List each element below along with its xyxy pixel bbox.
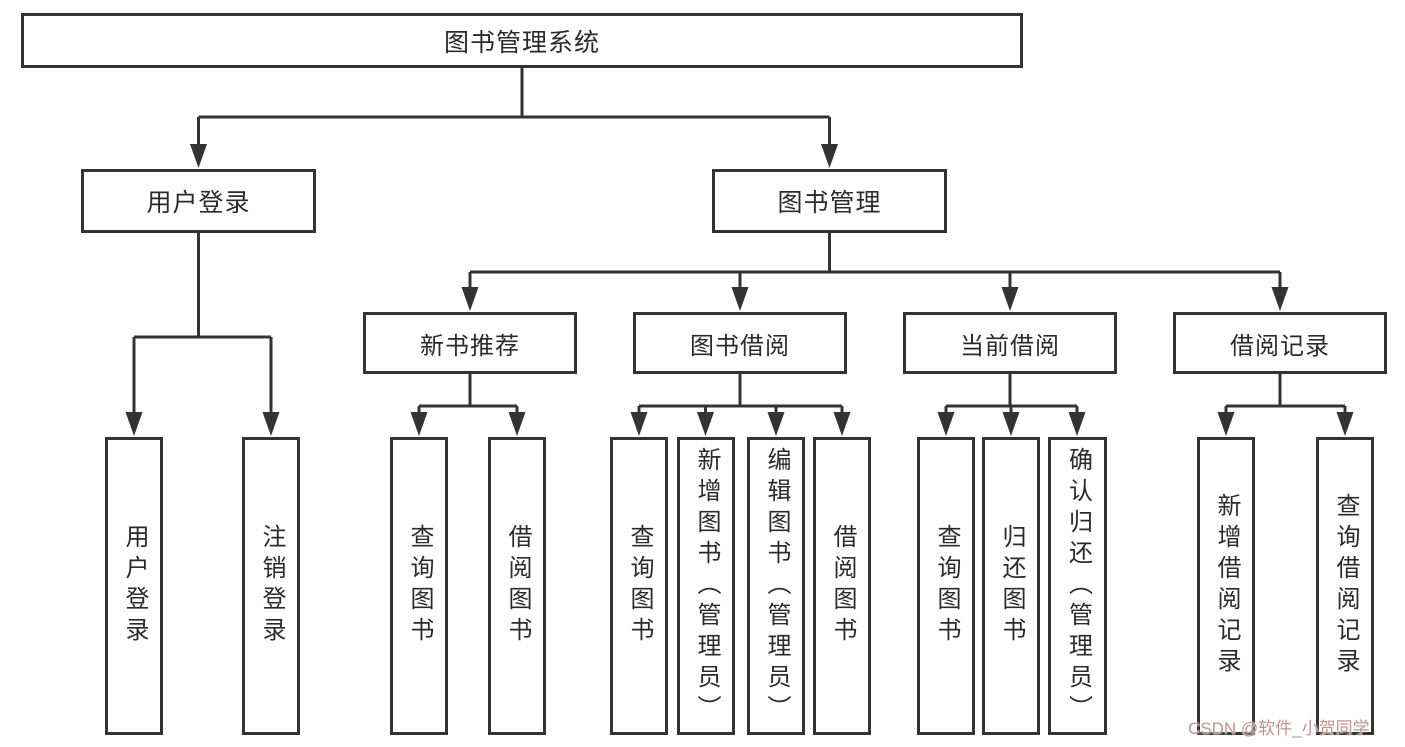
node-label: 当前借阅: [960, 332, 1060, 360]
node-label: 新书推荐: [420, 332, 520, 360]
node-label: 编辑图书（管理员）: [763, 446, 790, 726]
node-label: 新增借阅记录: [1213, 493, 1240, 679]
node-label: 查询图书: [626, 524, 653, 648]
leaf-bb-borrow-book: 借阅图书: [813, 437, 871, 735]
leaf-rec-query-book: 查询图书: [390, 437, 448, 735]
leaf-bb-query-book: 查询图书: [610, 437, 668, 735]
node-label: 借阅记录: [1230, 332, 1330, 360]
node-label: 图书借阅: [690, 332, 790, 360]
leaf-br-add-record: 新增借阅记录: [1197, 437, 1255, 735]
leaf-bb-edit-book: 编辑图书（管理员）: [747, 437, 805, 735]
node-user-login-group: 用户登录: [81, 169, 316, 233]
leaf-logout-login: 注销登录: [242, 437, 300, 735]
node-label: 归还图书: [998, 524, 1025, 648]
leaf-bb-add-book: 新增图书（管理员）: [677, 437, 735, 735]
arrowhead-down-icon: [125, 144, 1354, 436]
leaf-rec-borrow-book: 借阅图书: [488, 437, 546, 735]
node-label: 图书管理: [777, 189, 882, 217]
node-label: 借阅图书: [829, 524, 856, 648]
node-label: 借阅图书: [504, 524, 531, 648]
node-book-mgmt-group: 图书管理: [712, 169, 947, 233]
node-label: 图书管理系统: [443, 28, 600, 57]
leaf-user-login: 用户登录: [105, 437, 163, 735]
node-label: 新增图书（管理员）: [693, 446, 720, 726]
node-new-book-rec: 新书推荐: [363, 312, 577, 374]
node-label: 用户登录: [146, 189, 251, 217]
node-book-borrow: 图书借阅: [633, 312, 847, 374]
csdn-watermark: CSDN @软件_小贺同学: [1188, 719, 1370, 738]
leaf-br-query-record: 查询借阅记录: [1316, 437, 1374, 735]
node-borrow-record: 借阅记录: [1173, 312, 1387, 374]
node-root: 图书管理系统: [21, 13, 1023, 68]
node-label: 确认归还（管理员）: [1064, 446, 1092, 726]
node-label: 查询图书: [933, 524, 960, 648]
node-label: 用户登录: [121, 524, 148, 648]
leaf-cb-return-book: 归还图书: [982, 437, 1040, 735]
leaf-cb-confirm-return: 确认归还（管理员）: [1048, 437, 1107, 735]
node-label: 注销登录: [258, 524, 285, 648]
leaf-cb-query-book: 查询图书: [917, 437, 975, 735]
node-current-borrow: 当前借阅: [903, 312, 1117, 374]
node-label: 查询图书: [406, 524, 433, 648]
node-label: 查询借阅记录: [1332, 493, 1359, 679]
connector-line: [132, 68, 1347, 414]
